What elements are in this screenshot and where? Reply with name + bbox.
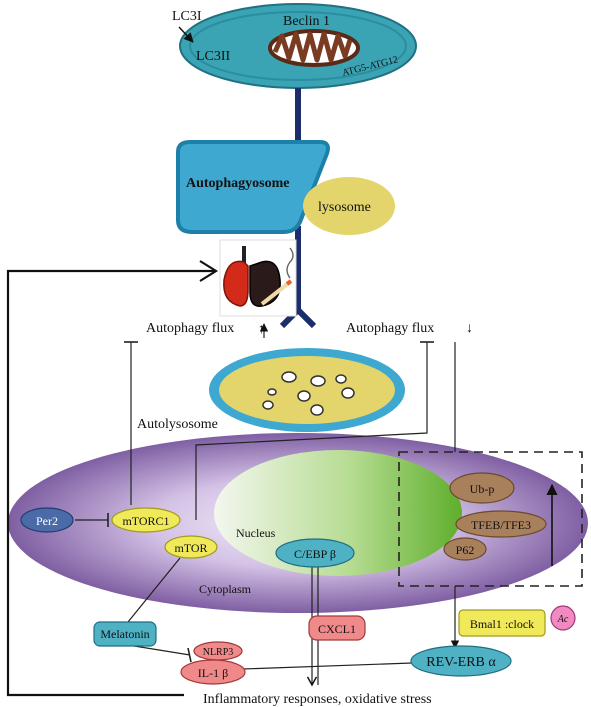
ac-node: Ac xyxy=(550,605,576,631)
ubp-label: Ub-p xyxy=(470,482,495,496)
lc3ii-label: LC3II xyxy=(196,49,231,64)
nucleus-label: Nucleus xyxy=(236,526,276,540)
down-arrow: ↓ xyxy=(466,321,473,336)
reverb-node: REV-ERB α xyxy=(410,645,512,677)
ubp-node: Ub-p xyxy=(449,472,515,504)
nlrp3-node: NLRP3 xyxy=(193,641,243,661)
autophagyosome-label: Autophagyosome xyxy=(186,176,289,191)
autophagy-flux-down-label: Autophagy flux xyxy=(346,321,434,336)
bmal1-label: Bmal1 :clock xyxy=(470,617,534,631)
autophagosome xyxy=(176,140,330,234)
cebp-label: C/EBP β xyxy=(294,547,336,561)
p62-node: P62 xyxy=(443,537,487,561)
nlrp3-label: NLRP3 xyxy=(203,647,234,658)
inflammatory-label: Inflammatory responses, oxidative stress xyxy=(203,692,432,707)
per2-label: Per2 xyxy=(36,514,58,528)
autophagy-flux-up-label: Autophagy flux xyxy=(146,321,234,336)
il1b-label: IL-1 β xyxy=(198,666,228,680)
p62-label: P62 xyxy=(456,543,475,557)
lysosome-label: lysosome xyxy=(318,200,371,215)
mtor-label: mTOR xyxy=(174,541,207,555)
line-melatonin-mtor xyxy=(127,557,181,623)
cxcl1-node: CXCL1 xyxy=(308,615,366,641)
per2-node: Per2 xyxy=(20,507,74,533)
reverb-label: REV-ERB α xyxy=(426,655,496,670)
autolysosome-label: Autolysosome xyxy=(137,417,218,432)
mtor-node: mTOR xyxy=(164,535,218,559)
autolysosome xyxy=(209,348,405,432)
tfeb-node: TFEB/TFE3 xyxy=(455,510,547,538)
lungs-icon xyxy=(219,239,297,317)
line-mtor-to-flux xyxy=(195,342,428,520)
mitochondrion xyxy=(179,3,417,89)
ac-label: Ac xyxy=(557,614,569,625)
lc3i-label: LC3I xyxy=(172,9,202,24)
lc3-conversion-arrow xyxy=(178,26,194,43)
mtorc1-label: mTORC1 xyxy=(122,514,169,528)
cytoplasm-label: Cytoplasm xyxy=(199,582,252,596)
line-il1b-reverb xyxy=(242,662,413,670)
beclin1-label: Beclin 1 xyxy=(283,14,330,29)
lysosome xyxy=(303,177,395,235)
melatonin-node: Melatonin xyxy=(93,621,157,647)
cxcl1-label: CXCL1 xyxy=(318,622,356,636)
cebp-node: C/EBP β xyxy=(275,538,355,568)
feedback-loop-arrow xyxy=(6,269,214,697)
nucleus xyxy=(214,450,462,576)
dashed-region xyxy=(398,451,583,587)
inhibit-melatonin-nlrp3 xyxy=(127,644,191,656)
il1b-node: IL-1 β xyxy=(180,659,246,685)
bmal1-node: Bmal1 :clock xyxy=(458,609,546,637)
mtorc1-node: mTORC1 xyxy=(111,507,181,533)
connector-fork xyxy=(279,307,317,329)
tfeb-label: TFEB/TFE3 xyxy=(471,518,531,532)
melatonin-label: Melatonin xyxy=(100,627,149,641)
